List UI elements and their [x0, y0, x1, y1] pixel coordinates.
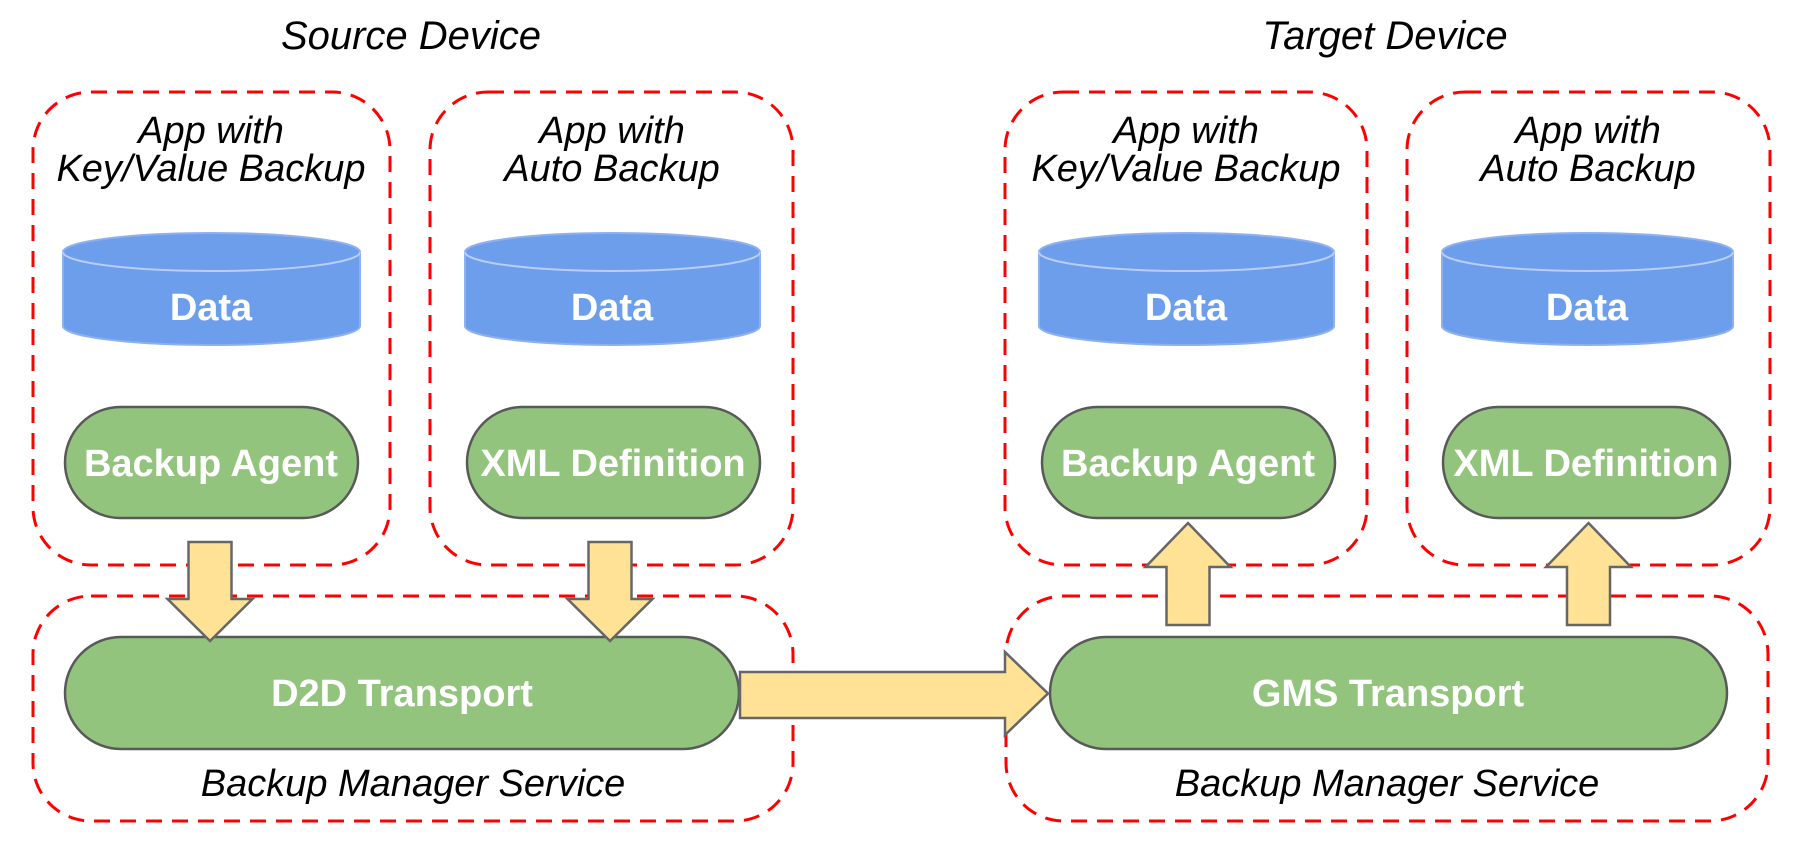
target-auto-data-label: Data: [1546, 287, 1629, 329]
gms-transport-label: GMS Transport: [1252, 673, 1525, 715]
source-backup-agent-label: Backup Agent: [84, 443, 338, 485]
source-app-auto-box: [428, 90, 795, 567]
source-app-auto-label-line2: Auto Backup: [502, 148, 719, 190]
d2d-transport-label: D2D Transport: [271, 673, 533, 715]
source-device-title: Source Device: [281, 14, 541, 58]
target-kv-data-label: Data: [1145, 287, 1228, 329]
source-xml-definition-pill: [465, 405, 762, 520]
source-backup-agent-pill: [63, 405, 360, 520]
source-app-kv-label-line2: Key/Value Backup: [56, 148, 365, 190]
target-auto-data-cylinder-rim: [1441, 251, 1734, 272]
source-xml-definition-label: XML Definition: [480, 443, 745, 485]
target-app-auto-label-line1: App with: [1513, 110, 1661, 152]
arrow-backup-agent-to-d2d: [164, 540, 256, 643]
source-auto-data-cylinder: [464, 232, 761, 346]
source-kv-data-label: Data: [170, 287, 253, 329]
source-auto-data-label: Data: [571, 287, 654, 329]
target-app-kv-label-line2: Key/Value Backup: [1031, 148, 1340, 190]
target-backup-agent-pill: [1040, 405, 1337, 520]
source-backup-manager-label: Backup Manager Service: [201, 763, 626, 805]
source-kv-data-cylinder: [62, 232, 361, 346]
target-kv-data-cylinder-rim: [1038, 251, 1335, 272]
target-app-auto-label-line2: Auto Backup: [1478, 148, 1695, 190]
source-app-kv-label-line1: App with: [136, 110, 284, 152]
target-backup-agent-label: Backup Agent: [1061, 443, 1315, 485]
target-xml-definition-pill: [1441, 405, 1732, 520]
target-app-kv-label-line1: App with: [1111, 110, 1259, 152]
arrow-d2d-to-gms: [738, 649, 1050, 738]
source-auto-data-cylinder-rim: [464, 251, 761, 272]
arrow-gms-to-backup-agent: [1142, 521, 1234, 627]
target-xml-definition-label: XML Definition: [1453, 443, 1718, 485]
target-app-auto-box: [1405, 90, 1772, 567]
source-app-auto-label-line1: App with: [537, 110, 685, 152]
source-kv-data-cylinder-rim: [62, 251, 361, 272]
target-kv-data-cylinder: [1038, 232, 1335, 346]
arrow-xml-definition-to-d2d: [564, 540, 656, 643]
target-auto-data-cylinder: [1441, 232, 1734, 346]
target-backup-manager-label: Backup Manager Service: [1175, 763, 1600, 805]
target-device-title: Target Device: [1262, 14, 1507, 58]
gms-transport-pill: [1048, 635, 1729, 751]
arrow-gms-to-xml-definition: [1543, 521, 1634, 627]
target-app-kv-box: [1003, 90, 1369, 567]
